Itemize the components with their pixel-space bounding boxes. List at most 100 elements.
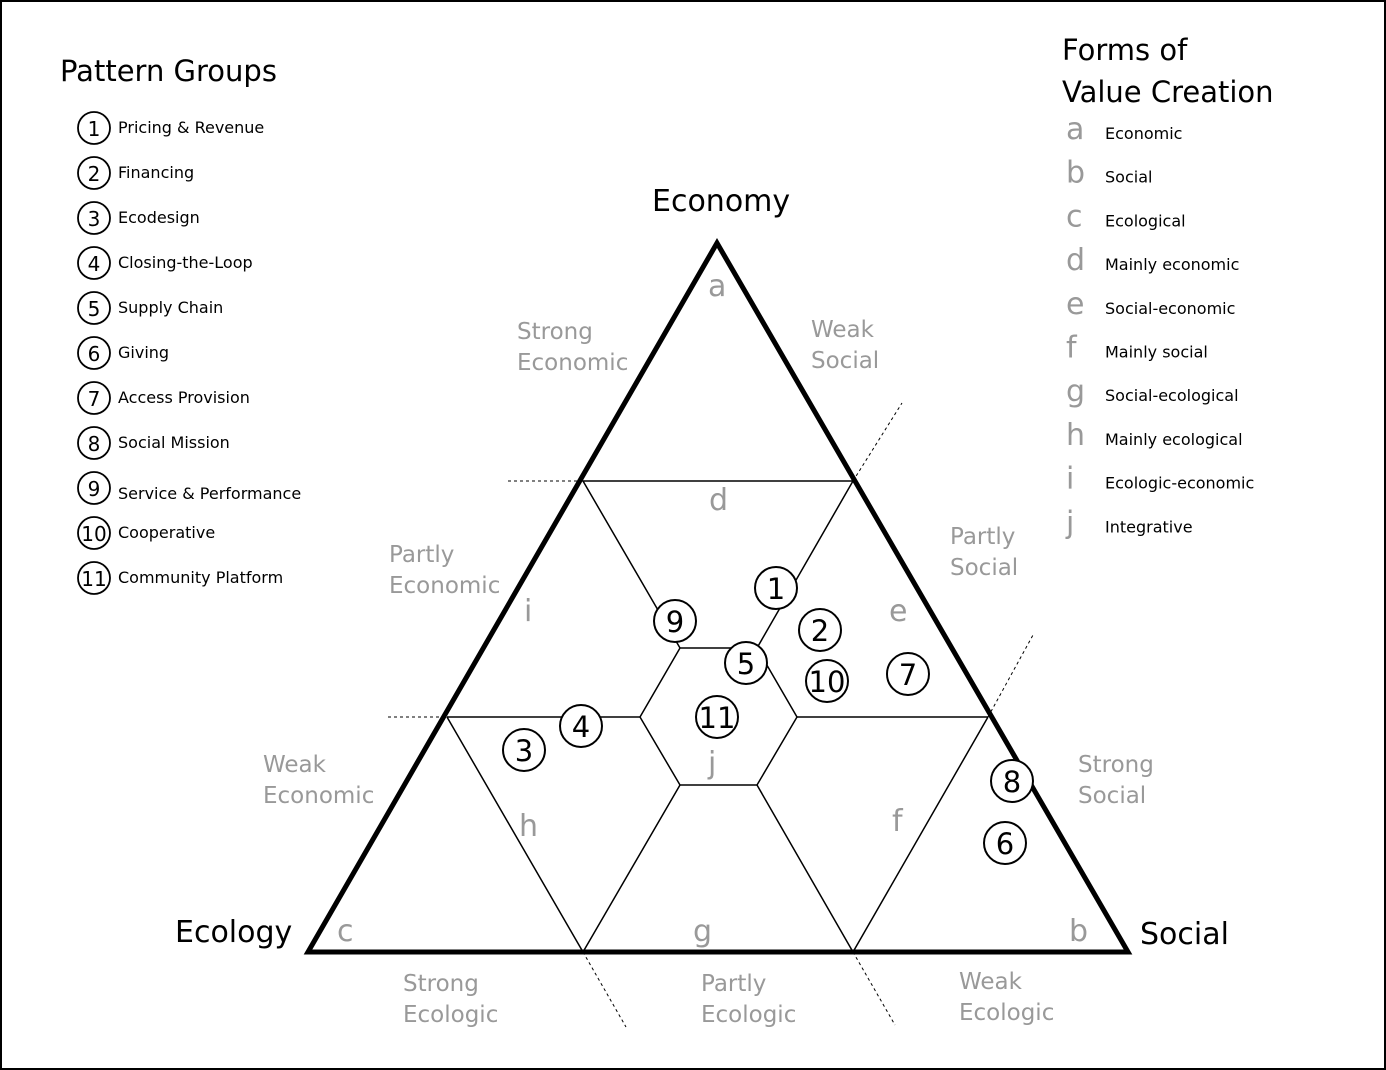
- pattern-marker-6: 6: [983, 821, 1027, 865]
- pattern-label: Social Mission: [118, 433, 230, 452]
- letter-c: c: [337, 914, 354, 949]
- pattern-marker-1: 1: [754, 566, 798, 610]
- number-circle-icon: [77, 516, 111, 550]
- vertex-social: Social: [1140, 917, 1229, 952]
- letter-h: h: [519, 809, 538, 844]
- pattern-number: 5: [88, 297, 101, 321]
- pattern-label: Supply Chain: [118, 298, 223, 317]
- marker-number: 4: [572, 710, 590, 744]
- zone-strong-social-1: Strong: [1078, 752, 1154, 778]
- form-letter: d: [1066, 243, 1085, 278]
- form-label: Mainly economic: [1105, 255, 1239, 274]
- form-label: Ecologic-economic: [1105, 474, 1254, 493]
- letter-a: a: [708, 269, 726, 304]
- form-label: Mainly ecological: [1105, 430, 1243, 449]
- form-letter: e: [1066, 287, 1084, 322]
- pattern-marker-11: 11: [695, 695, 739, 739]
- pattern-label: Community Platform: [118, 568, 283, 587]
- number-circle-icon: [77, 381, 111, 415]
- form-letter: i: [1066, 462, 1074, 497]
- marker-circle-icon: [653, 599, 697, 643]
- pattern-label: Closing-the-Loop: [118, 253, 253, 272]
- number-circle-icon: [77, 156, 111, 190]
- marker-circle-icon: [502, 728, 546, 772]
- marker-number: 9: [666, 605, 684, 639]
- marker-circle-icon: [695, 695, 739, 739]
- forms-title-line2: Value Creation: [1062, 75, 1274, 109]
- zone-strong-social-2: Social: [1078, 783, 1146, 809]
- marker-circle-icon: [983, 821, 1027, 865]
- main-triangle: [303, 238, 1133, 955]
- form-letter: c: [1066, 199, 1083, 234]
- zone-weak-social-2: Social: [811, 348, 879, 374]
- marker-circle-icon: [559, 704, 603, 748]
- zone-weak-ecologic-2: Ecologic: [959, 1000, 1054, 1026]
- pattern-marker-8: 8: [990, 759, 1034, 803]
- zone-partly-economic-2: Economic: [389, 573, 500, 599]
- pattern-number: 10: [81, 522, 106, 546]
- pattern-number: 9: [88, 477, 101, 501]
- marker-number: 6: [996, 827, 1014, 861]
- form-label: Social-ecological: [1105, 386, 1239, 405]
- letter-e: e: [889, 594, 907, 629]
- form-letter: f: [1066, 331, 1078, 366]
- pattern-marker-9: 9: [653, 599, 697, 643]
- form-label: Economic: [1105, 124, 1182, 143]
- zone-weak-economic-2: Economic: [263, 783, 374, 809]
- marker-number: 3: [515, 734, 533, 768]
- pattern-group-item: 4 Closing-the-Loop: [77, 246, 253, 280]
- pattern-number: 4: [88, 252, 101, 276]
- zone-weak-ecologic-1: Weak: [959, 969, 1023, 995]
- letter-j: j: [707, 746, 716, 781]
- pattern-label: Pricing & Revenue: [118, 118, 264, 137]
- vertex-ecology: Ecology: [175, 915, 292, 950]
- pattern-number: 3: [88, 207, 101, 231]
- zone-weak-economic-1: Weak: [263, 752, 327, 778]
- marker-circle-icon: [754, 566, 798, 610]
- marker-circle-icon: [990, 759, 1034, 803]
- number-circle-icon: [77, 111, 111, 145]
- form-label: Mainly social: [1105, 343, 1208, 362]
- region-letters: a b c d e f g h i j: [337, 269, 1088, 949]
- zone-strong-economic-1: Strong: [517, 319, 593, 345]
- pattern-groups-title: Pattern Groups: [60, 54, 277, 88]
- marker-number: 11: [699, 701, 736, 735]
- pattern-marker-5: 5: [724, 641, 768, 685]
- number-circle-icon: [77, 201, 111, 235]
- form-label: Social-economic: [1105, 299, 1235, 318]
- form-item: i Ecologic-economic: [1066, 462, 1254, 497]
- marker-number: 8: [1003, 765, 1021, 799]
- number-circle-icon: [77, 561, 111, 595]
- vertex-economy: Economy: [652, 184, 790, 219]
- form-item: f Mainly social: [1066, 331, 1208, 366]
- number-circle-icon: [77, 426, 111, 460]
- pattern-number: 2: [88, 162, 101, 186]
- marker-circle-icon: [805, 659, 849, 703]
- marker-circle-icon: [886, 652, 930, 696]
- zone-partly-ecologic-2: Ecologic: [701, 1002, 796, 1028]
- pattern-marker-10: 10: [805, 659, 849, 703]
- number-circle-icon: [77, 336, 111, 370]
- zone-weak-social-1: Weak: [811, 317, 875, 343]
- pattern-label: Giving: [118, 343, 169, 362]
- zone-strong-ecologic-1: Strong: [403, 971, 479, 997]
- pattern-group-item: 1 Pricing & Revenue: [77, 111, 264, 145]
- pattern-number: 1: [88, 117, 101, 141]
- letter-f: f: [892, 804, 904, 839]
- pattern-group-item: 5 Supply Chain: [77, 291, 223, 325]
- zone-partly-ecologic-1: Partly: [701, 971, 766, 997]
- forms-title-line1: Forms of: [1062, 33, 1188, 67]
